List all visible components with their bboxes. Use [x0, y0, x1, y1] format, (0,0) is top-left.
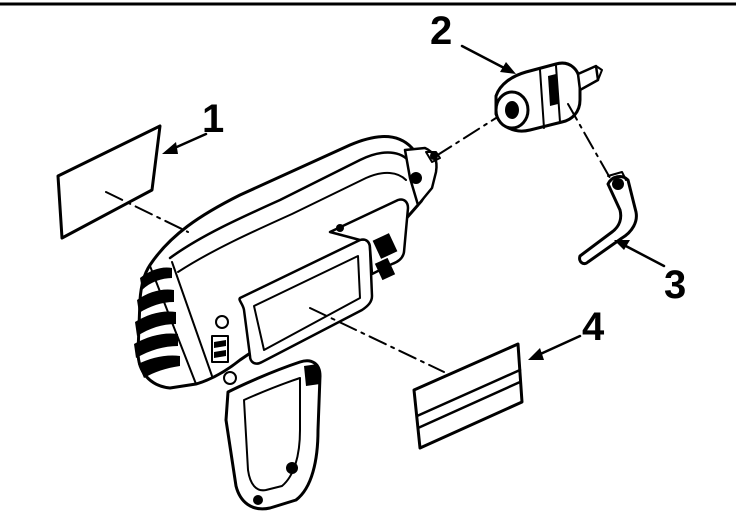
- label-plate-1: [56, 124, 162, 240]
- drill-body: [134, 135, 441, 511]
- chuck: [494, 61, 603, 133]
- vent-grille: [134, 261, 213, 385]
- callout-number-3: 3: [664, 263, 686, 307]
- leader-lines: [105, 103, 611, 373]
- callout-arrows: [162, 44, 666, 360]
- chuck-key: [578, 171, 638, 266]
- callout-number-2: 2: [430, 9, 452, 53]
- callout-number-1: 1: [202, 97, 224, 141]
- callout-number-4: 4: [582, 305, 605, 349]
- label-plate-4: [412, 342, 524, 450]
